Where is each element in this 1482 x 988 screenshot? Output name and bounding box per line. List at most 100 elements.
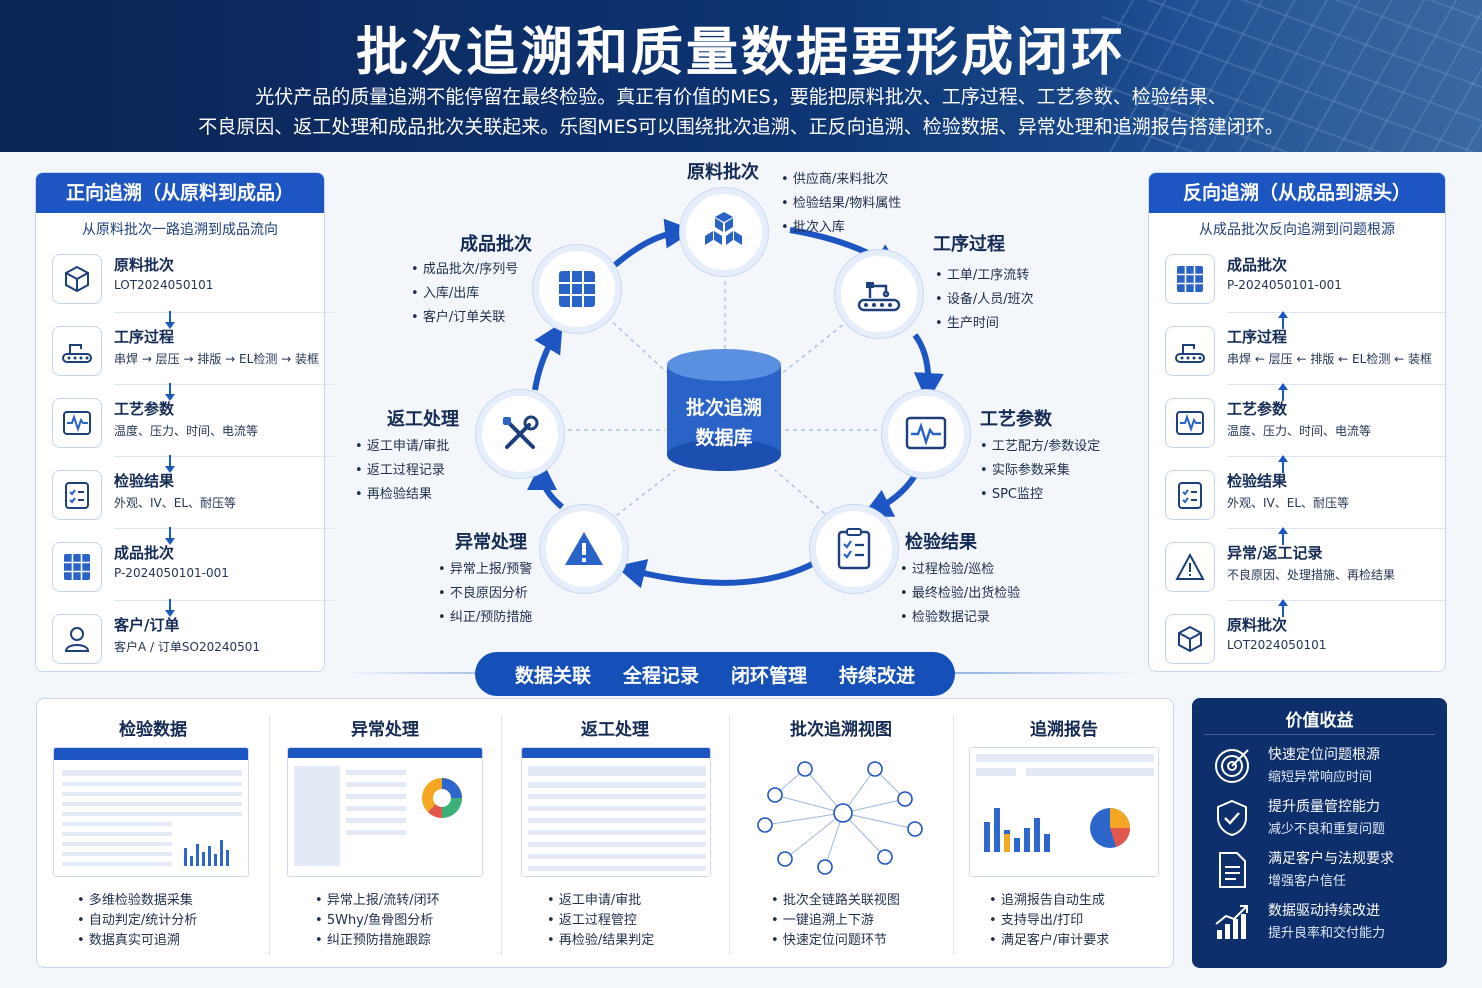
raw-material-title: 原料批次: [687, 162, 759, 183]
inspection-table-thumbnail: [62, 770, 242, 866]
exception-title: 异常处理: [455, 532, 527, 553]
module-batch-trace-view: 批次追溯视图 批次全链路关联视图一键追溯上下游快速定位问题环节: [729, 699, 953, 969]
cube-icon: [1165, 614, 1215, 664]
bullet-item: 再检验结果: [355, 483, 449, 507]
subtitle-line-2: 不良原因、返工处理和成品批次关联起来。乐图MES可以围绕批次追溯、正反向追溯、检…: [198, 116, 1284, 138]
module-rework: 返工处理 返工申请/审批返工过程管控再检验/结果判定: [501, 699, 729, 969]
bullet-item: 供应商/来料批次: [781, 168, 901, 192]
rework-title: 返工处理: [387, 409, 459, 430]
target-icon: [1215, 749, 1249, 783]
trace-item-title: 检验结果: [114, 472, 175, 490]
warning-icon: [565, 532, 603, 565]
forward-item: 工序过程串焊 → 层压 → 排版 → EL检测 → 装框: [52, 320, 334, 385]
shield-check-icon: [1217, 799, 1247, 837]
trace-item-detail: 串焊 → 层压 → 排版 → EL检测 → 装框: [114, 352, 320, 366]
bullet-item: 返工申请/审批: [355, 435, 449, 459]
trace-item-title: 客户/订单: [114, 616, 180, 634]
forward-trace-subtitle: 从原料批次一路追溯到成品流向: [82, 222, 278, 238]
value-item-line2: 减少不良和重复问题: [1268, 822, 1386, 837]
up-arrow-icon: [1277, 526, 1289, 546]
reverse-item: 工艺参数温度、压力、时间、电流等: [1165, 392, 1447, 457]
trace-item-title: 工艺参数: [114, 400, 175, 418]
module-bullets: 追溯报告自动生成支持导出/打印满足客户/审计要求: [989, 891, 1109, 951]
trace-item-detail: 外观、IV、EL、耐压等: [1227, 496, 1350, 510]
trace-item-title: 检验结果: [1227, 472, 1288, 490]
node-exception: [540, 505, 628, 593]
report-dashboard-thumbnail: [976, 754, 1154, 852]
band-item-4: 持续改进: [838, 664, 915, 687]
bullet-item: 过程检验/巡检: [900, 558, 1020, 582]
bullet-item: 批次入库: [781, 216, 901, 240]
bullet-item: 生产时间: [935, 312, 1034, 336]
value-item-1: 快速定位问题根源 缩短异常响应时间: [1212, 742, 1437, 792]
waveform-icon: [1165, 398, 1215, 448]
bullet-item: 返工过程记录: [355, 459, 449, 483]
up-arrow-icon: [1277, 310, 1289, 330]
module-inspection-data: 检验数据 多维检验数据采集自动判定/统计分析数据真实可追溯: [37, 699, 269, 969]
bullet-item: 自动判定/统计分析: [77, 911, 197, 931]
product-title: 成品批次: [460, 234, 532, 255]
wrench-screwdriver-icon: [503, 415, 539, 449]
value-item-line1: 数据驱动持续改进: [1268, 903, 1380, 919]
node-params: [882, 390, 970, 478]
down-arrow-icon: [164, 310, 176, 330]
bullet-item: 再检验/结果判定: [547, 931, 654, 951]
trace-item-title: 成品批次: [114, 544, 175, 562]
band-item-2: 全程记录: [622, 664, 699, 687]
stacked-cubes-icon: [705, 212, 742, 245]
node-inspection: [810, 505, 898, 593]
value-item-line1: 提升质量管控能力: [1268, 799, 1380, 815]
inspection-screenshot: [53, 747, 249, 877]
loop-arrow-4: [861, 468, 921, 517]
node-rework: [476, 390, 564, 478]
bullet-item: 5Why/鱼骨图分析: [315, 911, 440, 931]
forward-trace-title: 正向追溯（从原料到成品）: [36, 173, 324, 213]
bullet-item: 纠正预防措施跟踪: [315, 931, 440, 951]
module-title: 异常处理: [351, 720, 419, 740]
bullet-item: 入库/出库: [411, 282, 518, 306]
reverse-item: 检验结果外观、IV、EL、耐压等: [1165, 464, 1447, 529]
bullet-item: 满足客户/审计要求: [989, 931, 1109, 951]
module-bullets: 返工申请/审批返工过程管控再检验/结果判定: [547, 891, 654, 951]
conveyor-icon: [52, 326, 102, 376]
trace-item-title: 原料批次: [1227, 616, 1288, 634]
node-product: [533, 245, 621, 333]
down-arrow-icon: [164, 382, 176, 402]
trace-item-title: 工序过程: [1227, 328, 1288, 346]
bullet-item: 追溯报告自动生成: [989, 891, 1109, 911]
product-bullets: 成品批次/序列号入库/出库客户/订单关联: [411, 258, 518, 330]
bullet-item: 数据真实可追溯: [77, 931, 197, 951]
value-item-3: 满足客户与法规要求 增强客户信任: [1212, 846, 1437, 896]
down-arrow-icon: [164, 454, 176, 474]
value-item-line1: 满足客户与法规要求: [1268, 851, 1394, 867]
growth-chart-icon: [1215, 905, 1248, 939]
reverse-item: 异常/返工记录不良原因、处理措施、再检结果: [1165, 536, 1447, 601]
bullet-item: 一键追溯上下游: [771, 911, 900, 931]
subtitle-line-1: 光伏产品的质量追溯不能停留在最终检验。真正有价值的MES，要能把原料批次、工序过…: [255, 86, 1227, 108]
value-title: 价值收益: [1285, 711, 1354, 731]
cube-icon: [52, 254, 102, 304]
trace-network-graph: [757, 761, 923, 875]
principles-band: 数据关联 全程记录 闭环管理 持续改进: [475, 652, 955, 696]
trace-item-title: 工序过程: [114, 328, 175, 346]
module-trace-report: 追溯报告 追溯报告自动生成支持导出/打印满足客户/审计要求: [953, 699, 1175, 969]
trace-item-detail: 温度、压力、时间、电流等: [1227, 424, 1372, 438]
inspection-bullets: 过程检验/巡检最终检验/出货检验检验数据记录: [900, 558, 1020, 630]
grid-panel-icon: [52, 542, 102, 592]
waveform-monitor-icon: [905, 416, 947, 450]
process-bullets: 工单/工序流转设备/人员/班次生产时间: [935, 264, 1034, 336]
reverse-trace-title: 反向追溯（从成品到源头）: [1149, 173, 1445, 213]
bullet-item: 异常上报/预警: [438, 558, 532, 582]
bullet-item: 工艺配方/参数设定: [980, 435, 1100, 459]
database-label-line-2: 数据库: [695, 427, 753, 449]
up-arrow-icon: [1277, 454, 1289, 474]
value-item-2: 提升质量管控能力 减少不良和重复问题: [1212, 794, 1437, 844]
bullet-item: 返工过程管控: [547, 911, 654, 931]
modules-panel: 检验数据 多维检验数据采集自动判定/统计分析数据真实可追溯 异常处理 异常上报/…: [36, 698, 1174, 968]
trace-item-detail: LOT2024050101: [114, 278, 214, 292]
trace-item-title: 工艺参数: [1227, 400, 1288, 418]
